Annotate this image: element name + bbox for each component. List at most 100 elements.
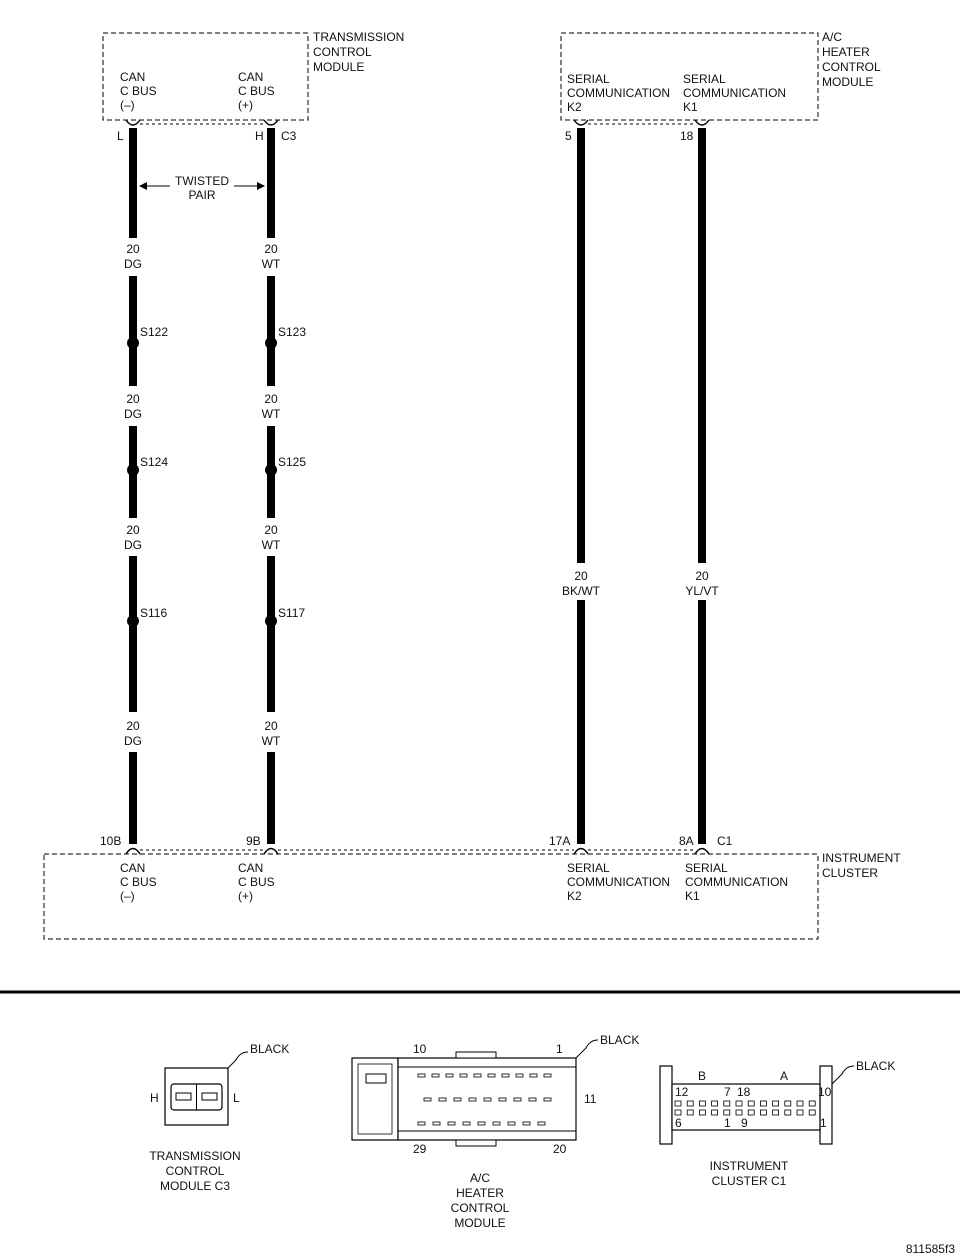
hvac-pin-1: 1: [556, 1042, 563, 1056]
hvac-connector-tab-bottom: [455, 1139, 497, 1147]
wire-wt-gauge: 20: [264, 242, 278, 256]
wire-dg-color: DG: [124, 407, 142, 421]
terminal-mark-ic-17a: [573, 847, 589, 855]
cluster-terminal-cavity: [699, 1109, 706, 1116]
hvac-terminal-cavity: [522, 1121, 531, 1126]
twisted-pair-label-2: PAIR: [188, 188, 215, 202]
hvac-connector-key: [365, 1073, 387, 1084]
splice-dot: [265, 615, 277, 627]
hvac-title-3: CONTROL: [822, 60, 881, 74]
pin-hvac-5: 5: [565, 129, 572, 143]
splice-label-s124: S124: [140, 455, 168, 469]
cluster-connector-end-left: [659, 1065, 673, 1145]
splice-label-s123: S123: [278, 325, 306, 339]
wire-dg-gauge: 20: [126, 392, 140, 406]
hvac-terminal-cavity: [417, 1073, 426, 1078]
hvac-caption-2: HEATER: [456, 1186, 504, 1200]
pin-ic-9b: 9B: [246, 834, 261, 848]
cluster-connector-body: [671, 1083, 821, 1131]
splice-label-s125: S125: [278, 455, 306, 469]
wire-wt-gauge: 20: [264, 392, 278, 406]
cluster-terminal-cavity: [808, 1109, 816, 1116]
pin-tcm-connector: C3: [281, 129, 297, 143]
hvac-terminal-cavity: [507, 1121, 516, 1126]
cluster-pin-label-3a: SERIAL: [567, 861, 610, 875]
hvac-terminal-cavity: [498, 1097, 507, 1102]
figure-id: 811585f3: [906, 1242, 955, 1256]
splice-dot: [127, 337, 139, 349]
hvac-pin-label-1b: COMMUNICATION: [567, 86, 670, 100]
splice-dot: [265, 337, 277, 349]
hvac-title-4: MODULE: [822, 75, 873, 89]
hvac-terminal-cavity: [432, 1121, 441, 1126]
cluster-terminal-cavity: [747, 1109, 755, 1116]
cluster-terminal-cavity: [723, 1100, 731, 1107]
hvac-terminal-cavity: [468, 1097, 477, 1102]
cluster-pin-12: 12: [675, 1085, 689, 1099]
wire-wt-color: WT: [262, 257, 281, 271]
terminal-mark-ic-10b: [125, 847, 141, 855]
cluster-terminal-cavity: [711, 1100, 718, 1107]
cluster-pin-label-2a: CAN: [238, 861, 263, 875]
splice-label-s116: S116: [140, 606, 167, 620]
hvac-terminal-cavity: [445, 1073, 454, 1078]
cluster-terminal-cavity: [699, 1100, 706, 1107]
cluster-pin-label-1a: CAN: [120, 861, 145, 875]
terminal-mark-hvac-18: [694, 119, 710, 126]
pin-hvac-18: 18: [680, 129, 694, 143]
hvac-title-2: HEATER: [822, 45, 870, 59]
tcm-connector-view: H L BLACK TRANSMISSION CONTROL MODULE C3: [149, 1042, 289, 1193]
hvac-pin-label-2c: K1: [683, 100, 698, 114]
hvac-pin-10: 10: [413, 1042, 427, 1056]
wire-dg-gauge: 20: [126, 719, 140, 733]
tcm-terminal-l: [201, 1092, 218, 1101]
tcm-terminal-h: [175, 1092, 192, 1101]
wire-wt-gauge: 20: [264, 523, 278, 537]
wire-ylvt-gauge: 20: [695, 569, 709, 583]
tcm-caption-2: CONTROL: [166, 1164, 225, 1178]
hvac-terminal-cavity: [543, 1097, 552, 1102]
hvac-terminal-cavity: [483, 1097, 492, 1102]
hvac-terminal-cavity: [459, 1073, 468, 1078]
tcm-pin-label-2c: (+): [238, 98, 253, 112]
hvac-terminal-cavity: [423, 1097, 432, 1102]
tcm-module: TRANSMISSION CONTROL MODULE CAN C BUS (–…: [102, 30, 404, 121]
hvac-terminal-cavity: [477, 1121, 486, 1126]
wire-dg-color: DG: [124, 734, 142, 748]
tcm-title-2: CONTROL: [313, 45, 372, 59]
tcm-color-leader: [227, 1051, 249, 1069]
cluster-title-1: INSTRUMENT: [822, 851, 901, 865]
hvac-pin-label-2a: SERIAL: [683, 72, 726, 86]
wire-dg-color: DG: [124, 538, 142, 552]
pin-tcm-h: H: [255, 129, 264, 143]
cluster-terminal-cavity: [723, 1109, 731, 1116]
splice-dot: [127, 615, 139, 627]
cluster-terminal-cavity: [808, 1100, 816, 1107]
pin-numbers: L H C3 5 18 10B 9B 17A 8A C1: [100, 129, 733, 848]
hvac-terminal-cavity: [543, 1073, 552, 1078]
tcm-pin-label-1a: CAN: [120, 70, 145, 84]
hvac-terminal-cavity: [515, 1073, 524, 1078]
cluster-terminal-cavity: [784, 1100, 792, 1107]
hvac-connector-view: 10 1 11 29 20 BLACK A/C HEATER CONTROL M…: [351, 1033, 639, 1230]
hvac-terminal-cavity: [438, 1097, 447, 1102]
twisted-pair: TWISTED PAIR: [139, 174, 265, 202]
tcm-side-label-h: H: [150, 1091, 159, 1105]
wire-labels: 20 DG 20 DG 20 DG 20 DG 20 WT 20 WT 20 W…: [124, 242, 719, 748]
hvac-caption-3: CONTROL: [451, 1201, 510, 1215]
cluster-section-b: B: [698, 1069, 706, 1083]
tcm-caption-3: MODULE C3: [160, 1179, 230, 1193]
hvac-terminal-cavity: [473, 1073, 482, 1078]
hvac-pin-label-1c: K2: [567, 100, 582, 114]
cluster-pin-18: 18: [737, 1085, 751, 1099]
cluster-pin-label-4c: K1: [685, 889, 700, 903]
hvac-terminal-cavity: [501, 1073, 510, 1078]
hvac-pin-grid: [417, 1073, 552, 1126]
hvac-connector-tab-top: [455, 1051, 497, 1059]
pin-ic-10b: 10B: [100, 834, 121, 848]
wire-dg-gauge: 20: [126, 242, 140, 256]
hvac-pin-label-2b: COMMUNICATION: [683, 86, 786, 100]
pin-ic-connector: C1: [717, 834, 733, 848]
cluster-section-a: A: [780, 1069, 788, 1083]
